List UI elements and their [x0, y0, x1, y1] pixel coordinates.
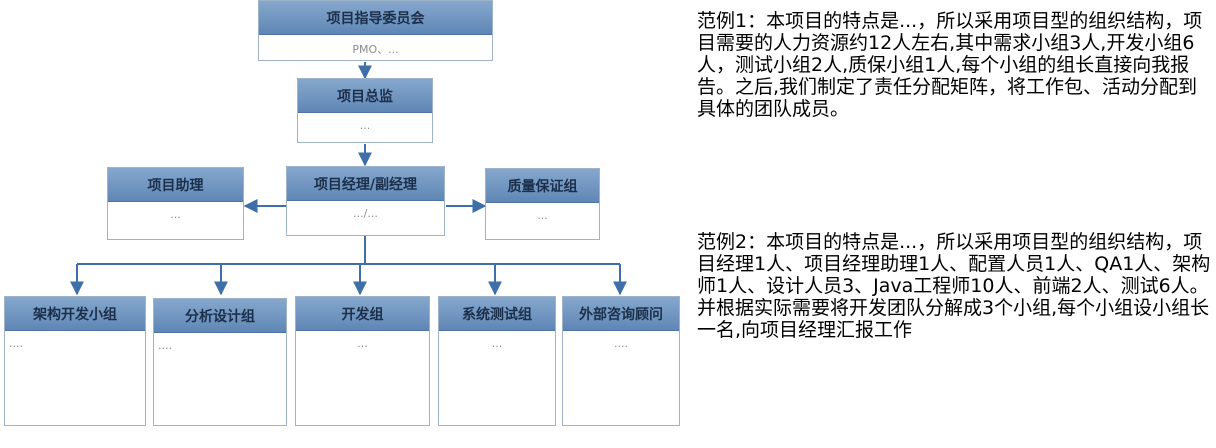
node-title: 分析设计组	[154, 299, 286, 333]
node-body: ....	[9, 337, 23, 350]
node-title: 项目指导委员会	[259, 1, 492, 35]
node-architecture-team: 架构开发小组 ....	[4, 296, 146, 426]
node-body: ....	[614, 337, 628, 350]
org-chart-connectors	[70, 62, 627, 296]
node-body: ...	[537, 209, 548, 222]
node-project-manager: 项目经理/副经理 .../...	[286, 166, 445, 236]
node-title: 项目助理	[108, 168, 243, 202]
node-body: ....	[158, 339, 172, 352]
node-body: ...	[357, 337, 368, 350]
node-body: ...	[170, 208, 181, 221]
node-title: 项目经理/副经理	[287, 167, 444, 201]
node-project-director: 项目总监 ...	[297, 78, 433, 143]
node-body: .../...	[353, 207, 378, 220]
example-2-text: 范例2：本项目的特点是...，所以采用项目型的组织结构，项目经理1人、项目经理助…	[697, 231, 1211, 341]
node-dev-team: 开发组 ...	[295, 296, 430, 426]
node-body: ...	[491, 337, 503, 350]
node-title: 架构开发小组	[5, 297, 145, 331]
node-qa-group: 质量保证组 ...	[485, 168, 600, 240]
node-system-test-team: 系统测试组 ...	[438, 296, 556, 426]
node-title: 开发组	[296, 297, 429, 331]
node-title: 项目总监	[298, 79, 432, 113]
node-title: 质量保证组	[486, 169, 599, 203]
node-steering-committee: 项目指导委员会 PMO、...	[258, 0, 493, 61]
node-title: 系统测试组	[439, 297, 555, 331]
example-1-text: 范例1：本项目的特点是...，所以采用项目型的组织结构，项目需要的人力资源约12…	[697, 10, 1203, 120]
node-body: PMO、...	[352, 43, 399, 56]
node-external-consultants: 外部咨询顾问 ....	[562, 296, 680, 426]
node-title: 外部咨询顾问	[563, 297, 679, 331]
node-analysis-design-team: 分析设计组 ....	[153, 298, 287, 426]
node-project-assistant: 项目助理 ...	[107, 167, 244, 240]
node-body: ...	[359, 119, 371, 132]
